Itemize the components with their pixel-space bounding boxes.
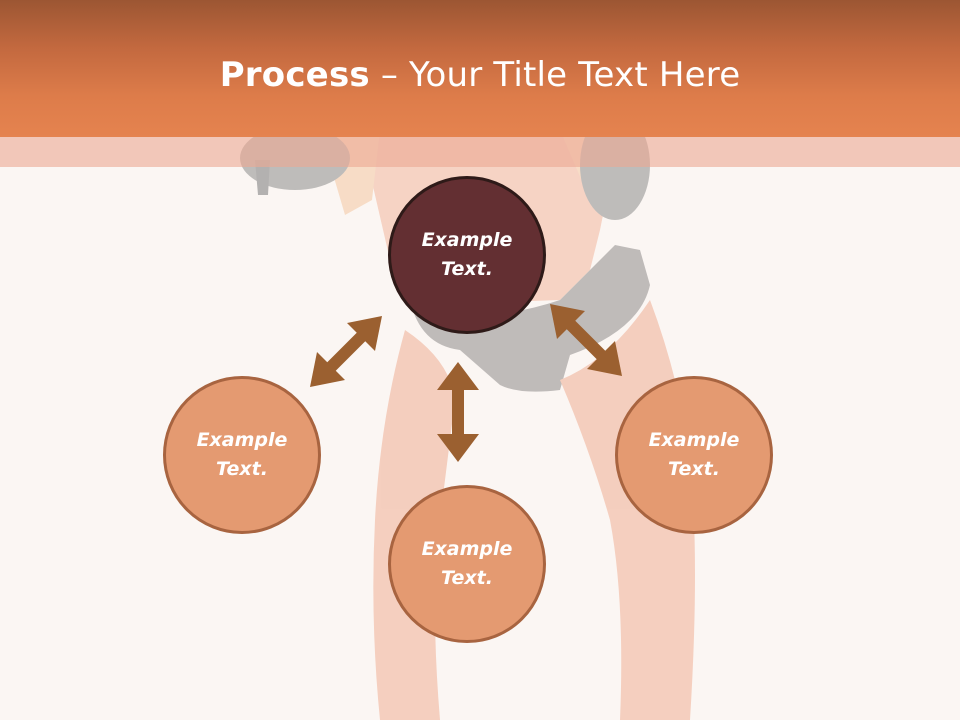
- arrowhead-bottom-bottom: [437, 434, 479, 462]
- title-rest-text: – Your Title Text Here: [369, 55, 741, 95]
- arrowhead-left-bottom: [310, 352, 345, 387]
- arrow-left-shaft: [323, 329, 369, 375]
- right-circle: Example Text.: [615, 376, 773, 534]
- title-bar: Process – Your Title Text Here: [0, 0, 960, 137]
- arrowhead-left-top: [347, 316, 382, 351]
- bottom-circle-label: Example Text.: [421, 538, 513, 589]
- title-bold-word: Process: [219, 55, 370, 95]
- left-circle: Example Text.: [163, 376, 321, 534]
- arrowhead-bottom-top: [437, 362, 479, 390]
- arrowhead-right-bottom: [587, 341, 622, 376]
- arrow-right-shaft: [563, 317, 609, 363]
- header-band: [0, 137, 960, 167]
- left-circle-label: Example Text.: [196, 429, 288, 480]
- slide-title: Process – Your Title Text Here: [0, 54, 960, 96]
- arrowhead-right-top: [550, 304, 585, 339]
- right-circle-label: Example Text.: [648, 429, 740, 480]
- center-circle-label: Example Text.: [421, 229, 513, 280]
- center-circle: Example Text.: [388, 176, 546, 334]
- bottom-circle: Example Text.: [388, 485, 546, 643]
